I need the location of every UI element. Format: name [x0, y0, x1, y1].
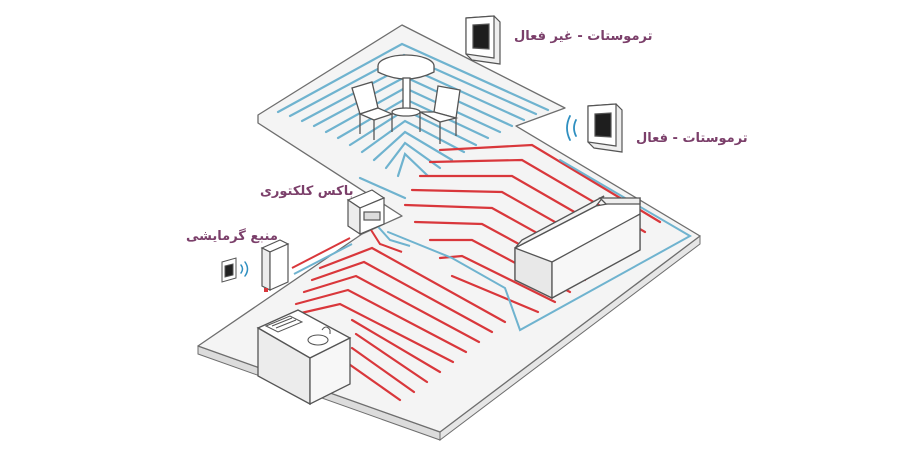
heat-source-icon: [260, 239, 290, 292]
chair: [351, 81, 394, 140]
supply-loop-blue: [387, 159, 693, 332]
heat-source-label: منبع گرمایشی: [186, 229, 278, 244]
sofa: [514, 195, 641, 300]
manifold-pipes: [291, 219, 411, 275]
thermostat-active-label: ترموستات - فعال: [636, 131, 748, 146]
thermostat-active-icon: [587, 103, 623, 153]
sink-icon: [307, 326, 331, 346]
wireless-signal-icon: [240, 261, 249, 277]
thermostat-inactive-icon: [465, 15, 501, 65]
room-thermostat-icon: [221, 257, 237, 283]
dining-table: [377, 54, 435, 117]
chair: [419, 85, 461, 144]
collector-box-label: باکس کلکتوری: [260, 184, 354, 199]
collector-box-icon: [346, 189, 386, 236]
wireless-signal-icon: [566, 115, 577, 141]
thermostat-inactive-label: ترموستات - غیر فعال: [514, 29, 653, 44]
stove-icon: [264, 315, 304, 333]
kitchen-pipes: [286, 246, 507, 402]
